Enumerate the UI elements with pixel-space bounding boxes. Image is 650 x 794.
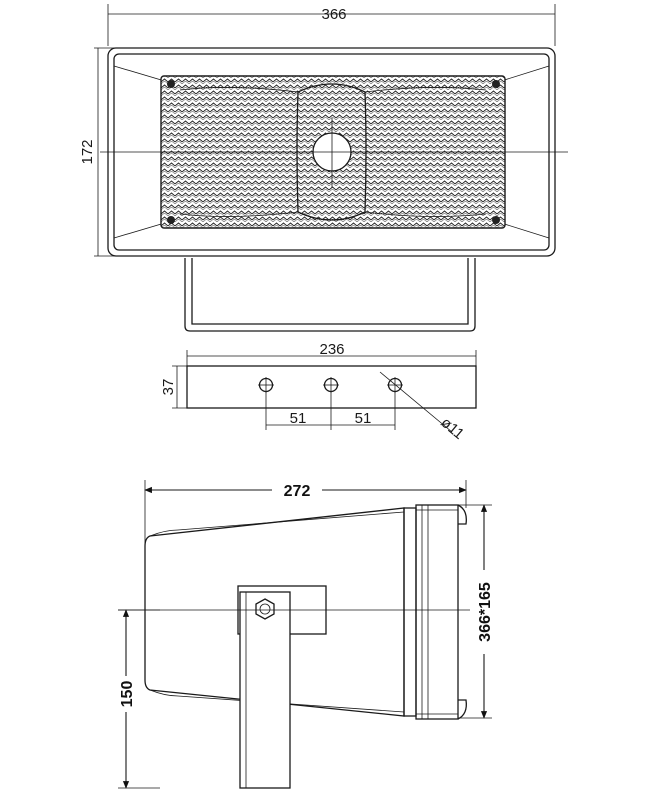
front-width-label: 366 xyxy=(321,6,346,23)
side-face-dimension: 366*165 xyxy=(458,504,494,719)
side-axis-height-dimension: 150 xyxy=(116,609,160,789)
side-depth-dimension: 272 xyxy=(144,480,467,555)
u-bracket-inner xyxy=(191,258,469,325)
bracket-width-dimension: 236 xyxy=(186,341,477,372)
screw-icon xyxy=(167,80,500,224)
front-bezel xyxy=(415,504,459,720)
driver-housing xyxy=(296,83,367,221)
bracket-width-label: 236 xyxy=(319,341,344,358)
bracket-view: 236 37 51 51 xyxy=(160,341,477,443)
hole-spacing-dimension: 51 51 xyxy=(265,392,396,430)
front-width-dimension: 366 xyxy=(107,4,556,46)
bracket-height-label: 37 xyxy=(160,379,177,396)
spacing-left-label: 51 xyxy=(290,410,307,427)
side-view: 272 366*165 150 xyxy=(116,480,494,789)
horn-body xyxy=(144,507,405,717)
front-height-label: 172 xyxy=(79,139,96,164)
front-view: 366 172 xyxy=(79,4,568,332)
front-height-dimension: 172 xyxy=(79,47,114,257)
side-axis-height-label: 150 xyxy=(119,681,136,708)
spacing-right-label: 51 xyxy=(355,410,372,427)
bracket-plate xyxy=(186,365,477,409)
bracket-arm xyxy=(239,591,291,789)
hole-diameter-label: ø11 xyxy=(437,414,467,443)
side-face-label: 366*165 xyxy=(477,582,494,642)
front-flange xyxy=(403,507,417,717)
mounting-hole-icon xyxy=(258,377,403,393)
bolt-icon xyxy=(255,598,275,620)
u-bracket-outer xyxy=(184,258,476,332)
bracket-height-dimension: 37 xyxy=(160,365,190,409)
side-depth-label: 272 xyxy=(284,483,311,500)
